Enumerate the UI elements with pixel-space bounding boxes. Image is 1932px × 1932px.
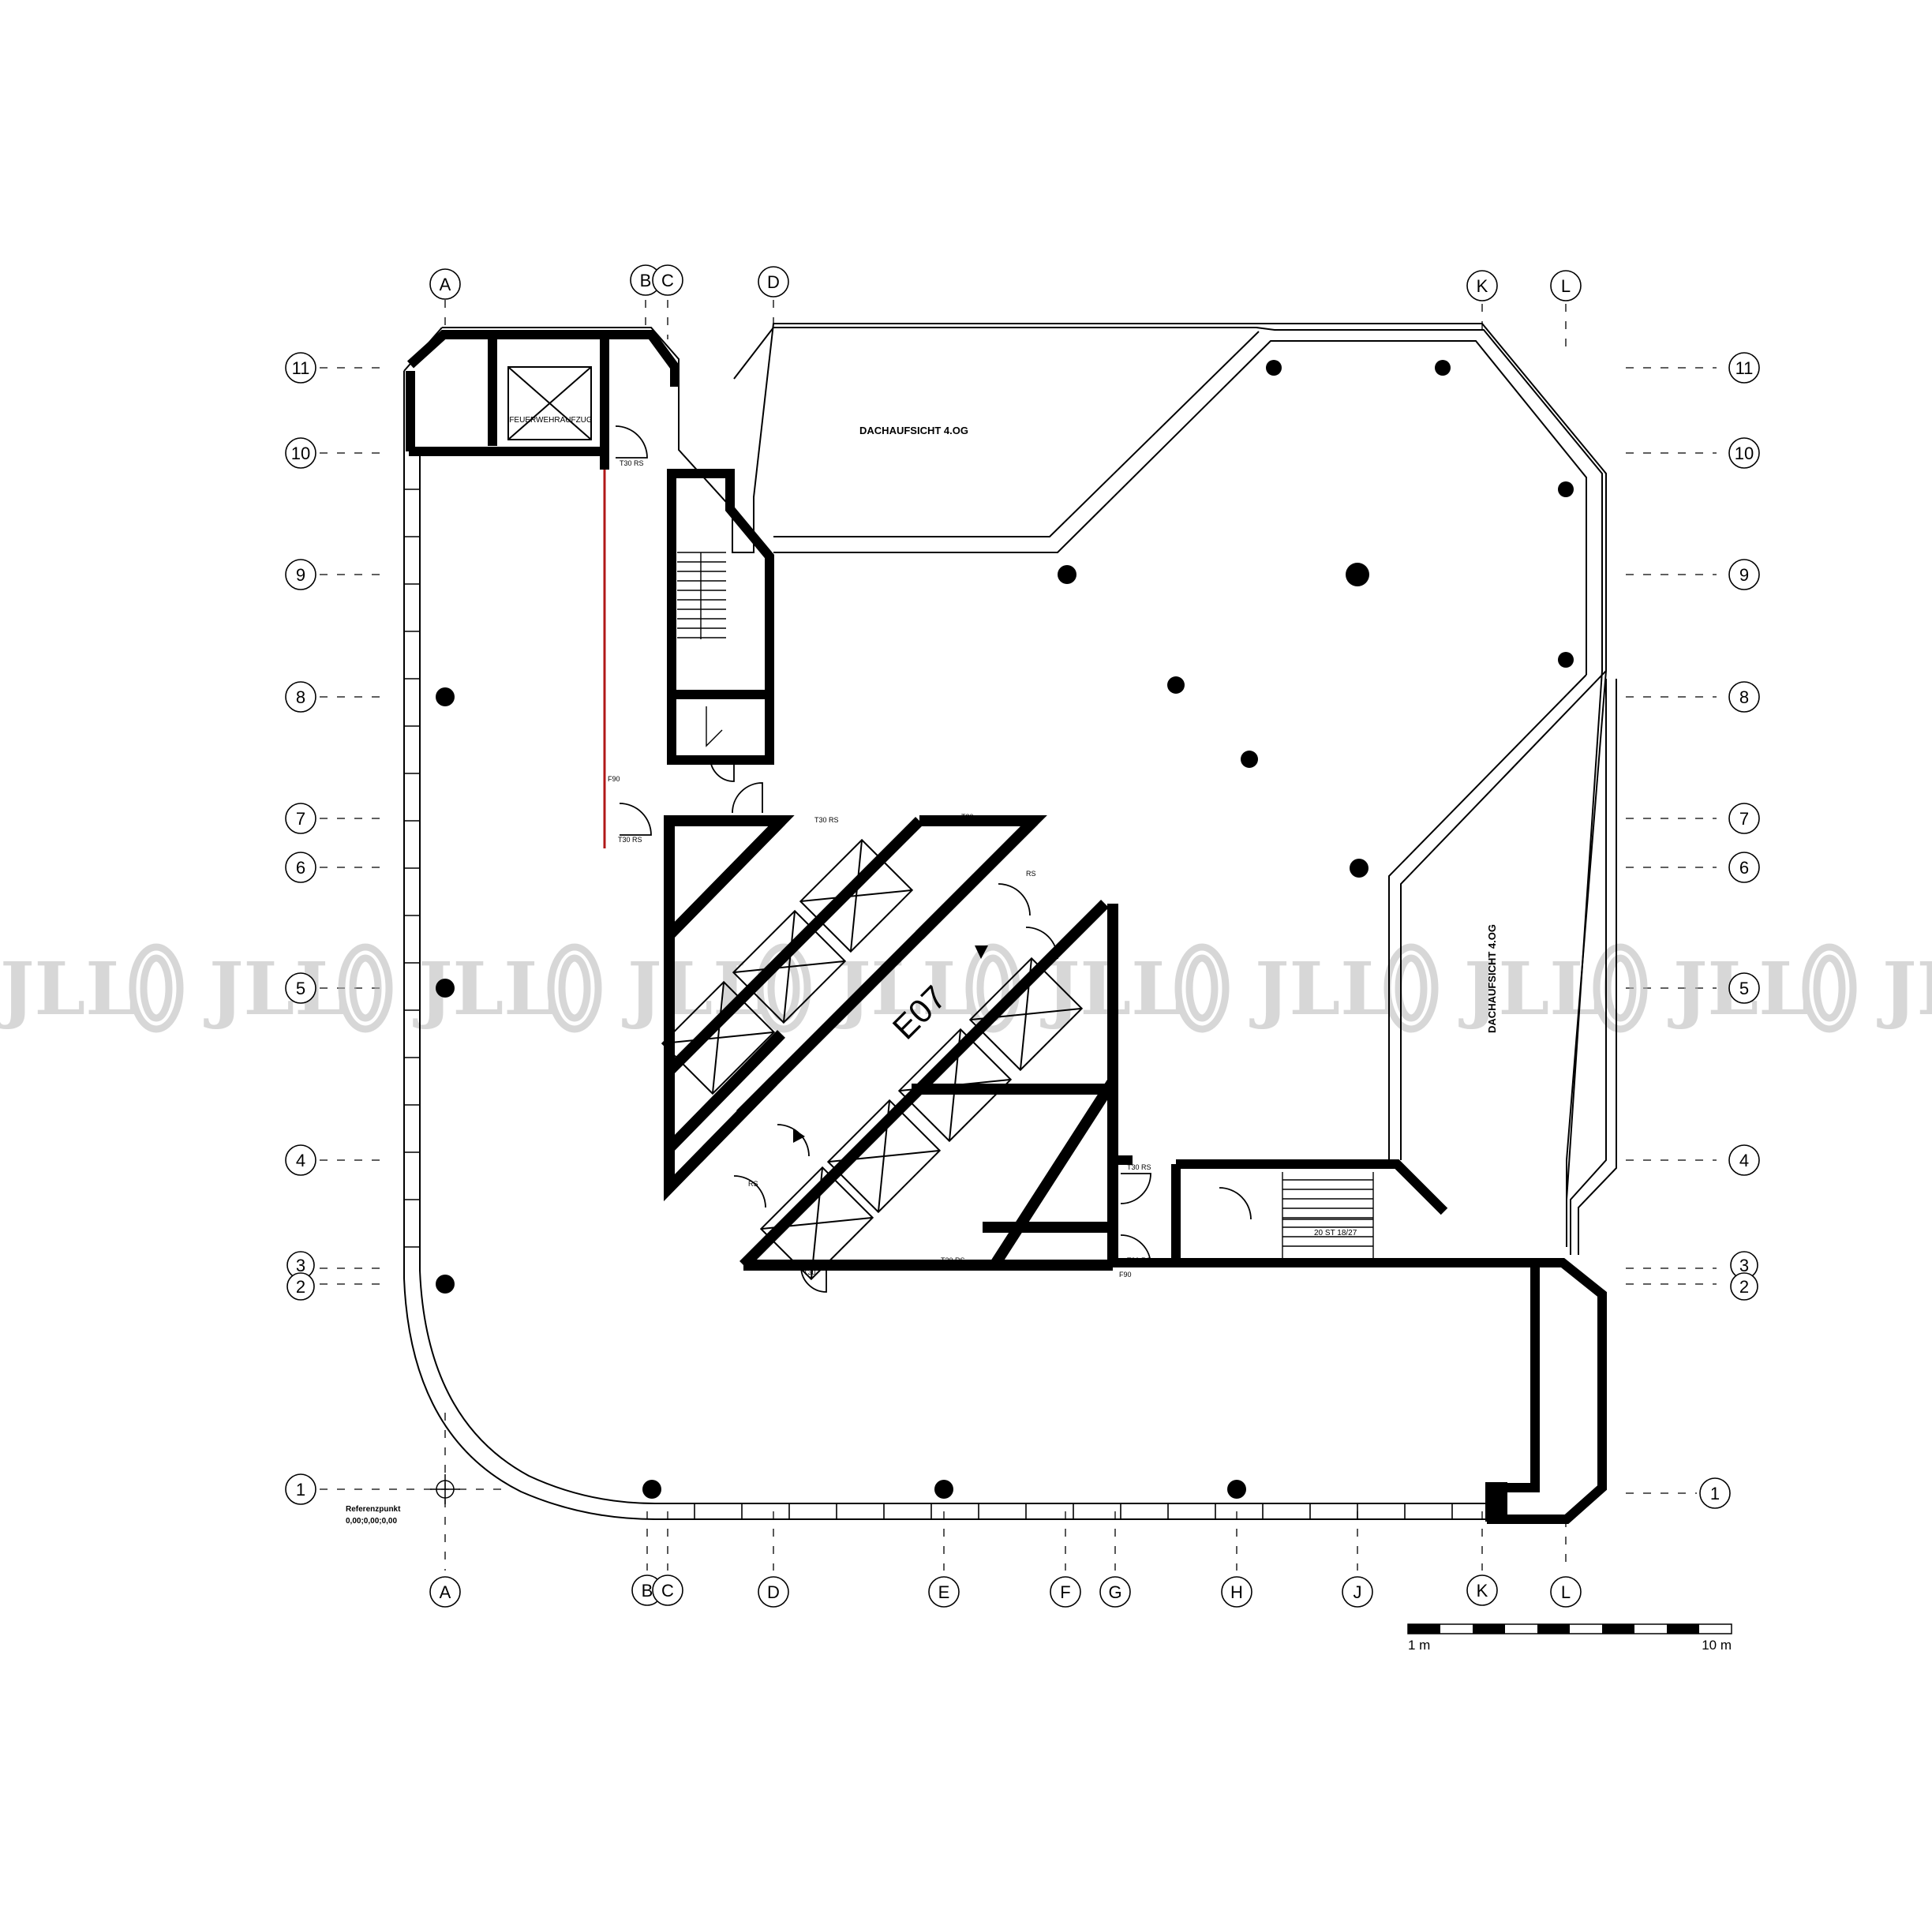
door-label: T30 RS [1127, 1256, 1151, 1264]
door-label: T30 [711, 757, 724, 765]
column-label-bottom: E [938, 1582, 950, 1602]
column-label-bottom: H [1230, 1582, 1243, 1602]
door-label: F90 [1119, 1271, 1132, 1279]
walls-core [664, 815, 1118, 1271]
column-bubbles-top [429, 264, 1582, 301]
column-label-top: B [640, 271, 652, 290]
door-label: RS [1026, 870, 1036, 878]
roof-top-label: DACHAUFSICHT 4.OG [859, 425, 968, 436]
column-label-bottom: F [1060, 1582, 1070, 1602]
reference-point-coords: 0,00;0,00;0,00 [346, 1517, 397, 1526]
stair-west [677, 552, 726, 747]
facade-ticks [404, 489, 1453, 1519]
row-label-left: 8 [296, 687, 305, 707]
watermark-text: JLL [831, 946, 973, 1032]
column-bubbles-bottom [429, 1574, 1582, 1608]
row-label-left: 6 [296, 858, 305, 878]
row-label-left: 11 [292, 358, 310, 378]
roof-right-label: DACHAUFSICHT 4.OG [1486, 924, 1498, 1033]
column-label-bottom: J [1354, 1582, 1362, 1602]
row-label-right: 4 [1739, 1151, 1749, 1170]
door-label: T30 RS [1127, 1163, 1151, 1171]
column-label-bottom: L [1561, 1582, 1571, 1602]
door-label: T30 [961, 813, 974, 821]
column-label-bottom: G [1108, 1582, 1121, 1602]
row-bubbles-right [1699, 352, 1760, 1509]
watermark-text: JLL [204, 946, 346, 1032]
row-label-right: 8 [1739, 687, 1749, 707]
row-label-left: 1 [296, 1480, 305, 1500]
column-label-bottom: D [767, 1582, 780, 1602]
door-label: T30 [803, 1268, 816, 1276]
watermark-text: JLL [622, 946, 764, 1032]
stair-label: 20 ST 18/27 [1314, 1229, 1357, 1237]
door-label: T30 RS [941, 1256, 965, 1264]
row-label-right: 9 [1739, 565, 1749, 585]
row-label-left: 3 [296, 1256, 305, 1275]
row-label-right: 3 [1739, 1256, 1749, 1275]
column-label-bottom: C [661, 1581, 674, 1601]
row-label-right: 11 [1735, 358, 1754, 378]
row-label-right: 10 [1735, 444, 1754, 463]
roof-top-outline [733, 327, 1617, 1255]
walls [406, 330, 774, 765]
scale-bar [1407, 1623, 1732, 1634]
column-label-bottom: B [642, 1581, 653, 1601]
column-label-top: D [767, 272, 780, 292]
lift-shafts [507, 366, 1084, 1281]
column-label-top: L [1561, 276, 1571, 296]
row-label-right: 7 [1739, 809, 1749, 829]
column-label-bottom: K [1477, 1581, 1488, 1601]
scale-left-label: 1 m [1408, 1638, 1430, 1653]
columns [436, 360, 1574, 1499]
doors [615, 425, 1252, 1293]
watermark-text: JLL [1877, 946, 1932, 1032]
reference-point-symbol [430, 1474, 460, 1504]
door-label: T30 RS [814, 816, 839, 824]
column-label-top: K [1477, 276, 1488, 296]
row-label-left: 2 [296, 1277, 305, 1297]
row-label-left: 9 [296, 565, 305, 585]
door-label: F90 [608, 775, 620, 783]
column-label-top: A [440, 275, 451, 294]
grid-dash-lines [320, 300, 1717, 1571]
door-label: RS [748, 1180, 758, 1188]
watermark-text: JLL [1249, 946, 1391, 1032]
direction-markers [793, 945, 988, 1143]
scale-right-label: 10 m [1702, 1638, 1732, 1653]
south-pier [1485, 1482, 1507, 1522]
column-label-bottom: A [440, 1582, 451, 1602]
row-label-right: 1 [1710, 1484, 1720, 1503]
watermark-text: JLL [0, 946, 137, 1032]
walls-south [1113, 1155, 1607, 1524]
row-label-left: 7 [296, 809, 305, 829]
door-label: T30 RS [618, 836, 642, 844]
row-label-right: 6 [1739, 858, 1749, 878]
row-label-right: 5 [1739, 979, 1749, 998]
row-label-right: 2 [1739, 1277, 1749, 1297]
watermark-text: JLL [413, 946, 555, 1032]
row-label-left: 5 [296, 979, 305, 998]
stair-east [1282, 1172, 1374, 1259]
row-label-left: 4 [296, 1151, 305, 1170]
facade [403, 323, 1607, 1520]
column-label-top: C [661, 271, 674, 290]
fire-lift-label: FEUERWEHRAUFZUG [509, 416, 593, 425]
reference-point-label: Referenzpunkt [346, 1505, 401, 1514]
watermark: JLL JLL JLL JLL JLL JLL JLL JLL JLL JLL [0, 943, 1932, 1033]
door-label: T30 RS [620, 459, 644, 467]
row-label-left: 10 [291, 444, 310, 463]
watermark-text: JLL [1458, 946, 1601, 1032]
row-bubbles-left [285, 352, 316, 1505]
